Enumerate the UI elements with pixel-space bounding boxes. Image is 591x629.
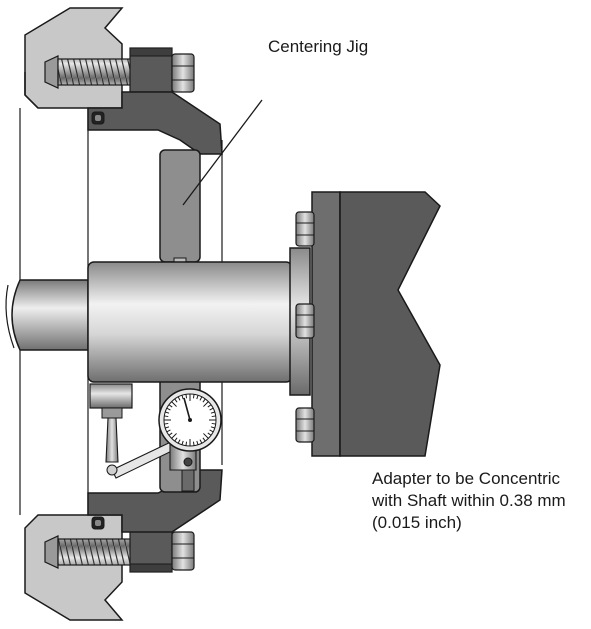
concentricity-note: Adapter to be Concentric with Shaft with… bbox=[372, 468, 566, 534]
lower-housing bbox=[24, 514, 124, 621]
dial-tick bbox=[207, 432, 212, 436]
flange-bolt-middle bbox=[295, 303, 315, 339]
upper-housing bbox=[24, 7, 124, 109]
flange-component bbox=[311, 191, 441, 457]
dial-tick bbox=[174, 398, 178, 403]
dial-tick bbox=[171, 401, 177, 407]
dial-tick bbox=[166, 429, 171, 433]
note-line-2: with Shaft within 0.38 mm bbox=[372, 491, 566, 510]
dial-gauge-face bbox=[158, 388, 222, 452]
dial-tick bbox=[211, 415, 216, 418]
adapter-cylinder bbox=[87, 247, 311, 396]
flange-bolt-top bbox=[295, 211, 315, 247]
note-line-1: Adapter to be Concentric bbox=[372, 469, 561, 488]
dial-tick bbox=[165, 426, 170, 429]
dial-tick bbox=[203, 401, 209, 407]
dial-tick bbox=[192, 441, 195, 446]
dial-tick bbox=[168, 404, 173, 408]
flange-bolt-bottom bbox=[295, 407, 315, 443]
lower-bolt bbox=[44, 527, 195, 573]
dial-tick bbox=[196, 440, 199, 445]
dial-tick bbox=[168, 432, 173, 436]
dial-tick bbox=[181, 395, 184, 400]
dial-tick bbox=[181, 440, 184, 445]
centering-jig-leader bbox=[182, 99, 263, 206]
dial-tick bbox=[209, 407, 214, 411]
shaft bbox=[5, 279, 89, 351]
dial-tick bbox=[203, 433, 209, 439]
dial-tick bbox=[196, 395, 199, 400]
dial-tick bbox=[185, 394, 188, 399]
dial-tick bbox=[166, 407, 171, 411]
dial-tick bbox=[210, 411, 215, 414]
dial-tick bbox=[199, 396, 203, 401]
note-line-3: (0.015 inch) bbox=[372, 513, 462, 532]
dial-tick bbox=[185, 441, 188, 446]
dial-tick bbox=[199, 439, 203, 444]
dial-tick bbox=[192, 394, 195, 399]
dial-tick bbox=[210, 426, 215, 429]
dial-tick bbox=[165, 411, 170, 414]
dial-tick bbox=[202, 437, 206, 442]
centering-jig-label: Centering Jig bbox=[268, 37, 369, 56]
dial-tick bbox=[211, 422, 216, 425]
dial-tick bbox=[174, 437, 178, 442]
dial-tick bbox=[209, 429, 214, 433]
dial-tick bbox=[202, 398, 206, 403]
dial-indicator bbox=[89, 383, 222, 479]
dial-tick bbox=[207, 404, 212, 408]
dial-tick bbox=[164, 422, 169, 425]
dial-tick bbox=[177, 439, 181, 444]
dial-tick bbox=[177, 396, 181, 401]
dial-tick bbox=[164, 415, 169, 418]
dial-tick bbox=[171, 433, 177, 439]
